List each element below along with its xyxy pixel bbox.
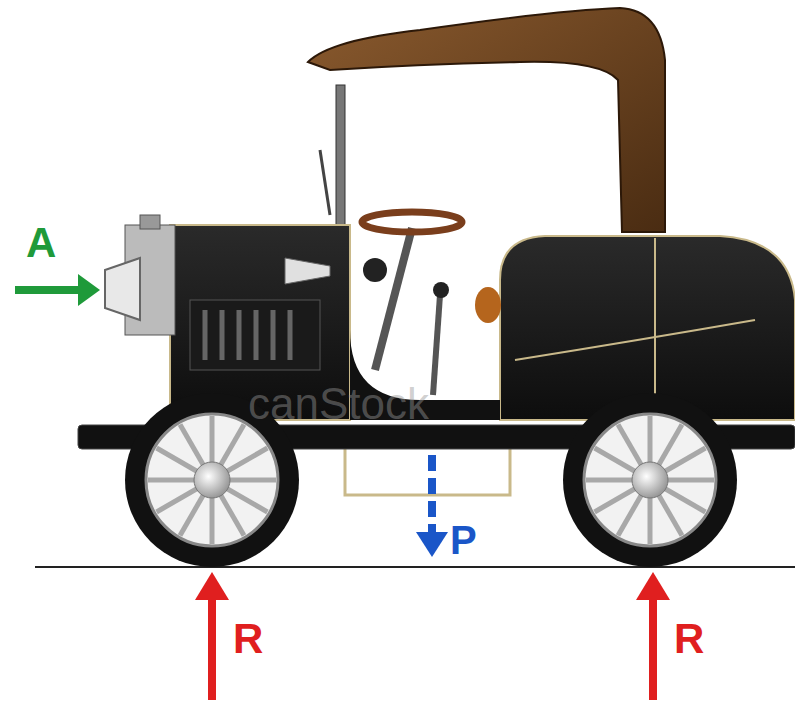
lever	[320, 150, 330, 215]
windshield-post	[336, 85, 345, 245]
force-arrow-a	[15, 286, 82, 294]
force-arrow-r	[208, 595, 216, 700]
trim-line	[515, 320, 755, 360]
force-label: P	[450, 520, 477, 560]
arrowhead	[195, 572, 229, 600]
tire	[563, 393, 737, 567]
rim	[146, 414, 278, 546]
force-arrow-r	[649, 595, 657, 700]
ground-line	[35, 566, 795, 568]
spoked-wheel	[563, 393, 737, 567]
engine-vents	[190, 300, 320, 370]
force-arrow-p	[428, 455, 436, 535]
horn-bulb	[363, 258, 387, 282]
headlamp	[105, 258, 140, 320]
gear-lever	[433, 295, 440, 395]
steering-wheel	[362, 212, 462, 232]
horn	[285, 258, 330, 284]
gear-knob	[433, 282, 449, 298]
arrowhead	[416, 532, 448, 557]
cab-body	[500, 236, 795, 420]
force-label: R	[233, 618, 263, 660]
rim	[584, 414, 716, 546]
steering-column	[375, 228, 412, 370]
watermark: canStock	[248, 382, 429, 426]
radiator-cap	[140, 215, 160, 229]
arrowhead	[636, 572, 670, 600]
door-line	[654, 238, 656, 418]
seat	[475, 287, 501, 323]
roof	[308, 8, 665, 232]
force-label: R	[674, 618, 704, 660]
hub	[194, 462, 230, 498]
hub	[632, 462, 668, 498]
arrowhead	[78, 274, 100, 306]
force-label: A	[26, 222, 56, 264]
